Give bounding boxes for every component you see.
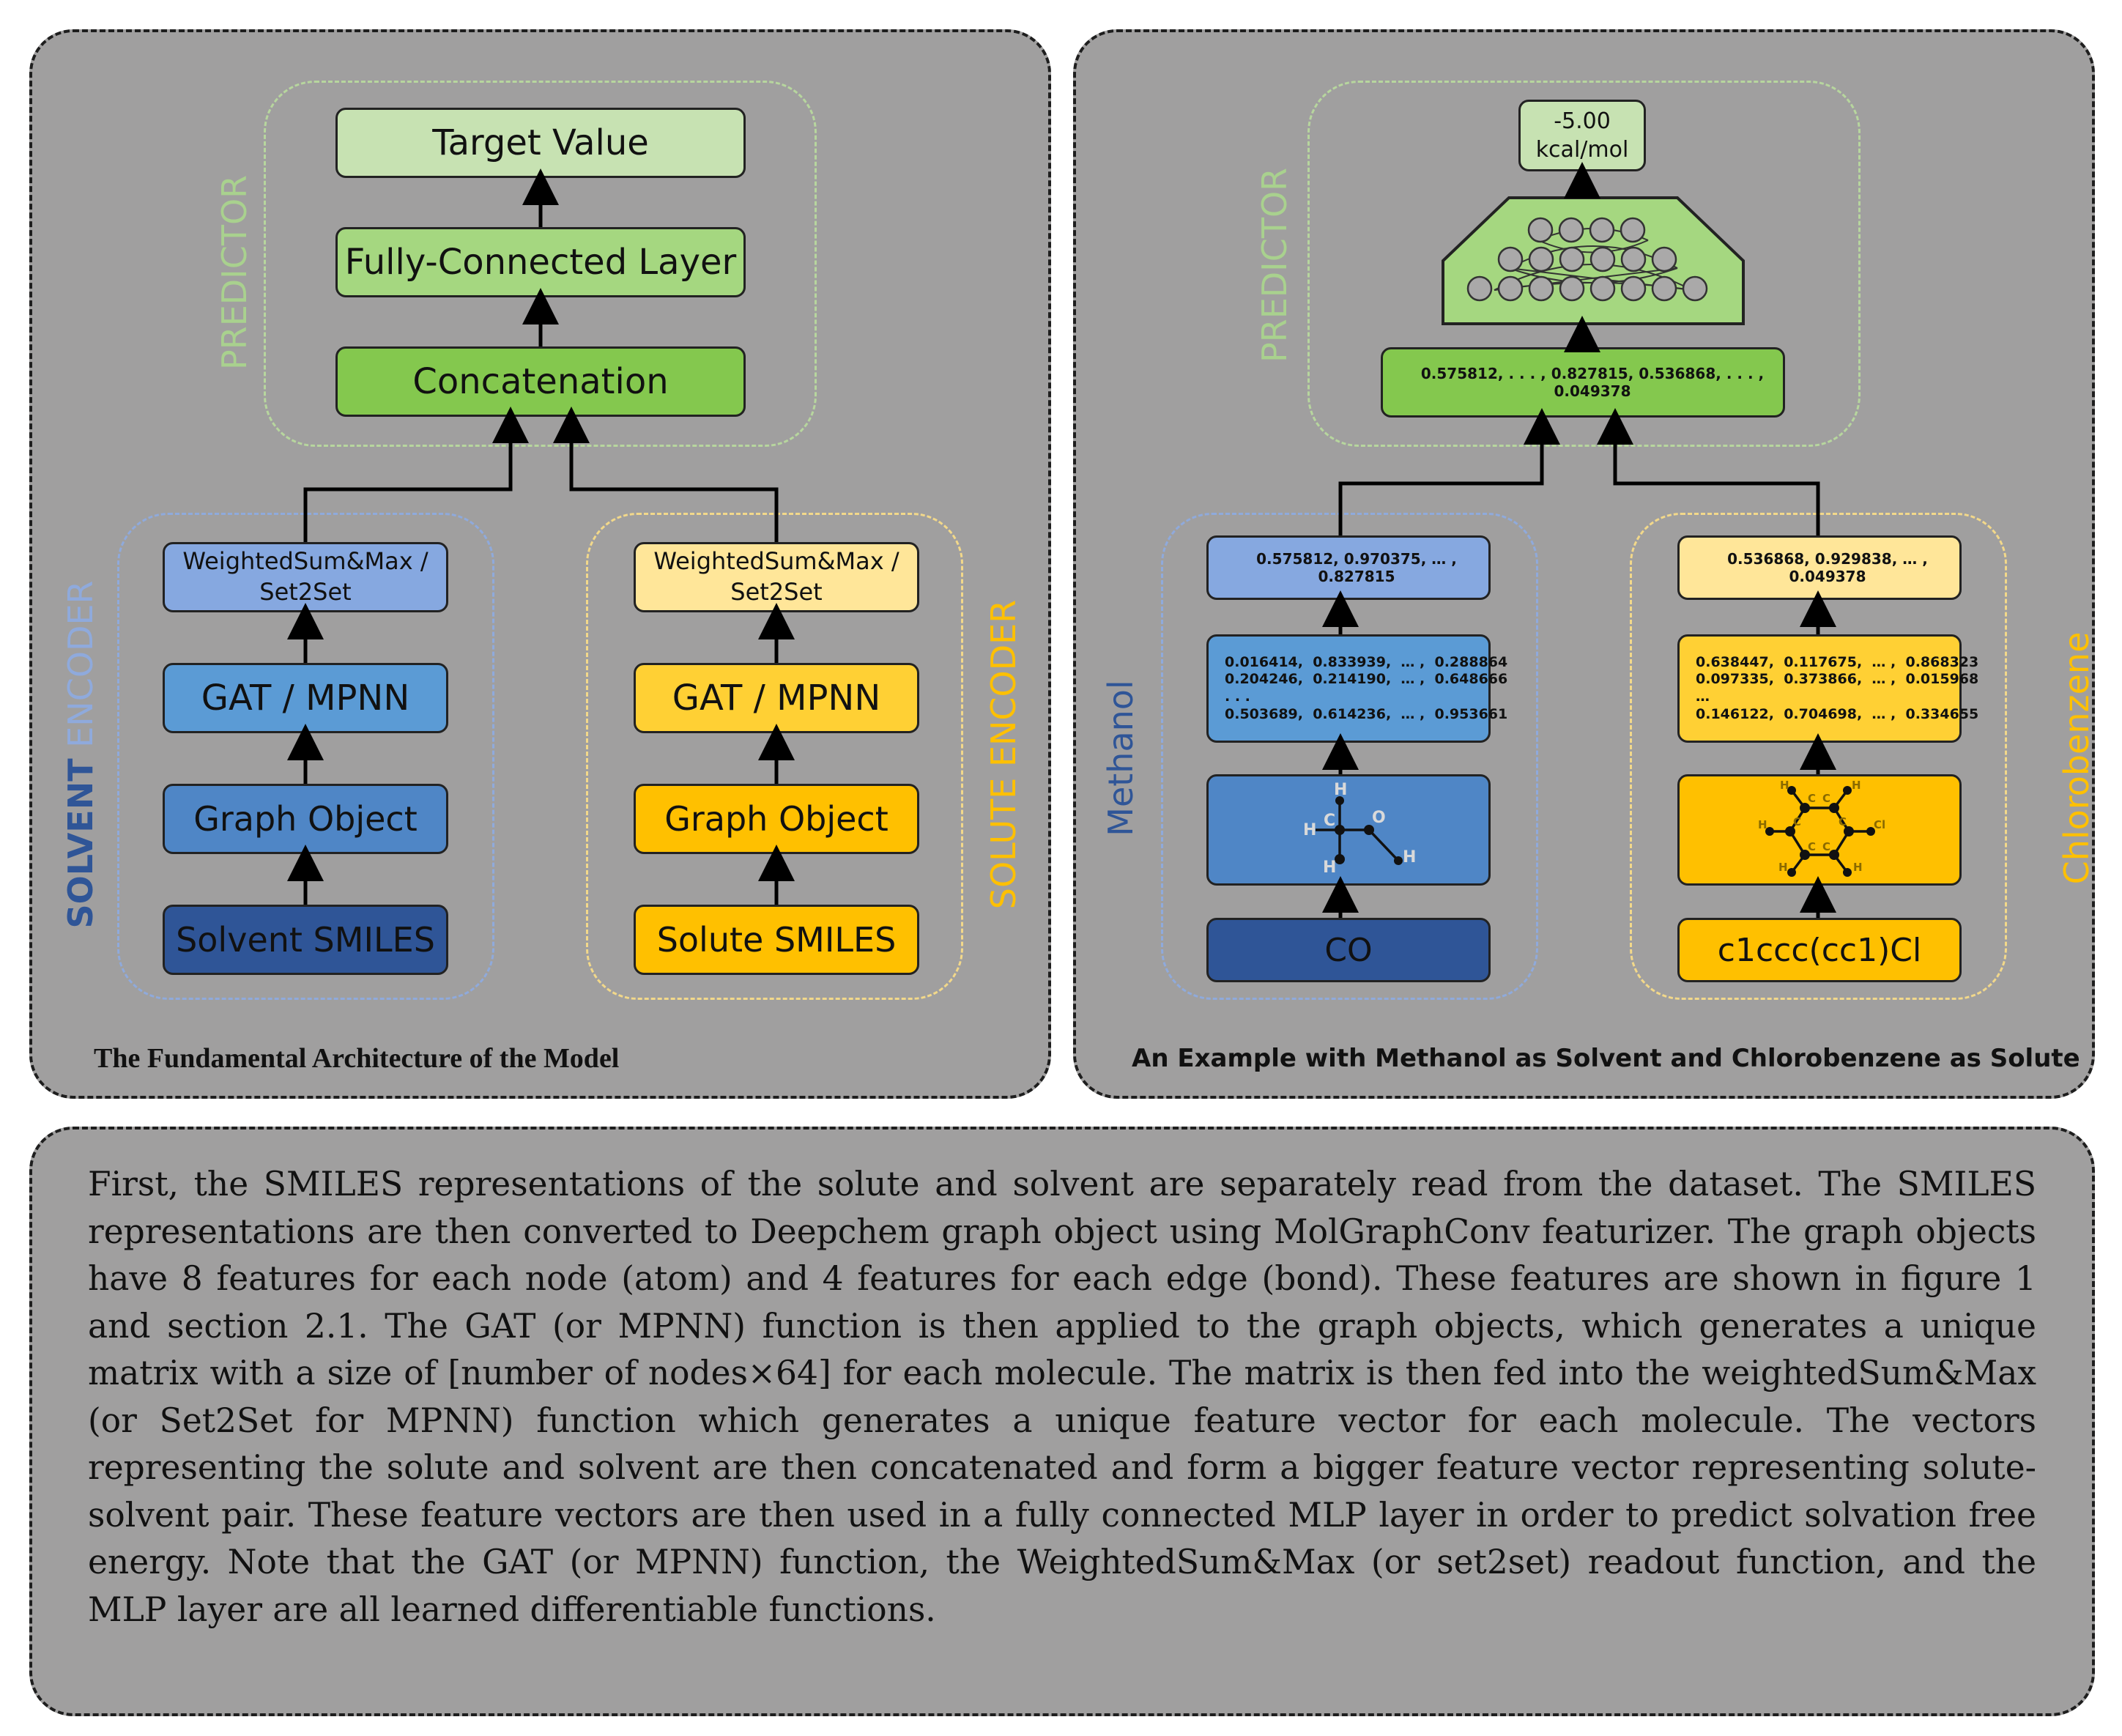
- solute-vector-values: 0.536868, 0.929838, … , 0.049378: [1727, 550, 1928, 585]
- solvent-matrix-row-4: 0.503689, 0.614236, … , 0.953661: [1225, 705, 1508, 722]
- benzene-atom-9: C: [1808, 840, 1816, 853]
- concatenation-box: Concatenation: [335, 346, 746, 417]
- left-predictor-group: [264, 81, 817, 447]
- result-value: -5.00 kcal/mol: [1535, 108, 1629, 163]
- benzene-atom-4: H: [1852, 779, 1861, 792]
- solvent-smiles-code-box: CO: [1206, 918, 1491, 982]
- benzene-atom-10: C: [1822, 840, 1830, 853]
- solvent-matrix-row-3: . . .: [1225, 689, 1250, 705]
- benzene-atom-12: H: [1853, 861, 1863, 874]
- solute-readout-box: WeightedSum&Max / Set2Set: [634, 542, 919, 612]
- solute-feature-matrix-box: 0.638447, 0.117675, … , 0.868323 0.09733…: [1677, 634, 1978, 743]
- right-caption: An Example with Methanol as Solvent and …: [1132, 1044, 2080, 1073]
- benzene-atom-1: H: [1780, 779, 1789, 792]
- methanol-atom-6: H: [1403, 848, 1416, 867]
- methanol-atom-3: C: [1324, 812, 1335, 830]
- solute-matrix-row-1: 0.638447, 0.117675, … , 0.868323: [1696, 653, 1979, 670]
- benzene-atom-5: H: [1758, 818, 1767, 831]
- chlorobenzene-structure-diagram: H C C H H C C Cl C C H H: [1758, 779, 1885, 877]
- chlorobenzene-graph-box: H C C H H C C Cl C C H H: [1677, 774, 1962, 886]
- mlp-network-diagram: [1442, 196, 1745, 325]
- benzene-atom-3: C: [1822, 792, 1830, 805]
- methanol-atom-5: H: [1323, 858, 1336, 877]
- methanol-graph-box: H H C O H H: [1206, 774, 1491, 886]
- solvent-graph-object-box: Graph Object: [163, 784, 448, 854]
- description-text: First, the SMILES representations of the…: [88, 1165, 2036, 1629]
- solvent-smiles-box: Solvent SMILES: [163, 905, 448, 975]
- right-predictor-group: [1307, 81, 1861, 447]
- left-caption: The Fundamental Architecture of the Mode…: [94, 1043, 620, 1074]
- connector-arrows: [287, 162, 1836, 918]
- benzene-atom-8: Cl: [1874, 818, 1885, 831]
- description-panel: [29, 1127, 2095, 1716]
- solvent-feature-matrix-box: 0.016414, 0.833939, … , 0.288864 0.20424…: [1206, 634, 1507, 743]
- methanol-structure-diagram: H H C O H H: [1303, 781, 1416, 877]
- result-box: -5.00 kcal/mol: [1518, 100, 1646, 171]
- benzene-atom-11: H: [1778, 861, 1788, 874]
- methanol-atom-2: H: [1303, 821, 1316, 839]
- solvent-matrix-row-1: 0.016414, 0.833939, … , 0.288864: [1225, 653, 1508, 670]
- benzene-atom-6: C: [1793, 815, 1801, 828]
- solvent-vector-values: 0.575812, 0.970375, … , 0.827815: [1256, 550, 1457, 585]
- solute-matrix-row-3: …: [1696, 689, 1710, 705]
- methanol-atom-1: H: [1334, 781, 1347, 799]
- solvent-gnn-box: GAT / MPNN: [163, 663, 448, 733]
- concatenated-vector-values: 0.575812, . . . , 0.827815, 0.536868, . …: [1420, 365, 1765, 400]
- methanol-atom-4: O: [1372, 809, 1386, 827]
- concatenated-vector-box: 0.575812, . . . , 0.827815, 0.536868, . …: [1381, 347, 1785, 418]
- solute-matrix-row-2: 0.097335, 0.373866, … , 0.015968: [1696, 671, 1979, 688]
- solvent-matrix-row-2: 0.204246, 0.214190, … , 0.648666: [1225, 671, 1508, 688]
- fully-connected-layer-box: Fully-Connected Layer: [335, 227, 746, 297]
- benzene-atom-7: C: [1839, 815, 1847, 828]
- benzene-atom-2: C: [1808, 792, 1816, 805]
- solute-smiles-code-box: c1ccc(cc1)Cl: [1677, 918, 1962, 982]
- solvent-readout-box: WeightedSum&Max / Set2Set: [163, 542, 448, 612]
- solute-matrix-row-4: 0.146122, 0.704698, … , 0.334655: [1696, 705, 1979, 722]
- solute-smiles-box: Solute SMILES: [634, 905, 919, 975]
- target-value-box: Target Value: [335, 108, 746, 178]
- right-solvent-group: [1161, 513, 1538, 1000]
